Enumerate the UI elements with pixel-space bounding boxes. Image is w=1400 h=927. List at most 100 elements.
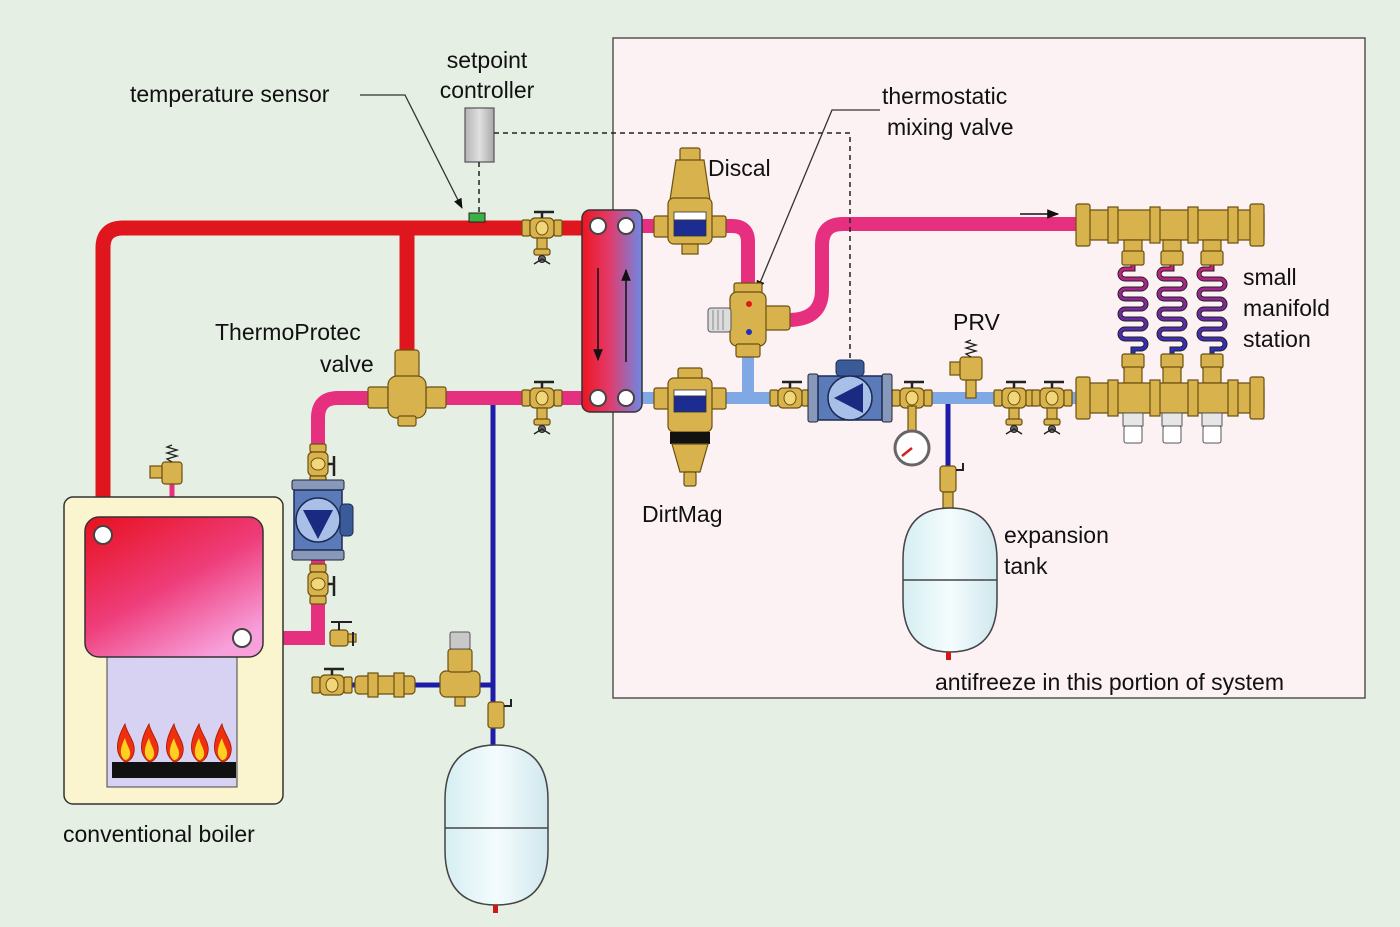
backflow-preventer: [354, 672, 416, 698]
backflow-preventer-body: [354, 675, 416, 695]
mixing-valve-bottom-port: [735, 343, 761, 358]
backflow-preventer-nut: [393, 672, 405, 698]
primary-return-purge-valve: [522, 382, 562, 434]
discal-window: [673, 219, 707, 237]
pump-flange-top: [291, 479, 345, 491]
temperature-sensor-leader: [360, 94, 463, 209]
pump-isolation-valve-top: [306, 442, 336, 486]
secondary-circulator-pump: [807, 359, 893, 423]
return-inlet: [1162, 366, 1182, 384]
floor-heating-loops: [1120, 265, 1225, 355]
secondary-supply-to-manifold: [787, 217, 1082, 327]
return-manifold-header: [1075, 353, 1265, 444]
secondary-expansion-tank: [902, 463, 998, 660]
mixing-valve-leader: [756, 109, 880, 291]
dirtmag-separator: [653, 367, 727, 487]
secondary-relief-valve: [949, 339, 983, 399]
supply-outlet-nut: [1160, 250, 1184, 266]
prv-fill-drain: [454, 696, 466, 707]
tank-air-valve: [946, 652, 951, 660]
header-hex: [1187, 206, 1199, 244]
pump-motor: [339, 503, 354, 537]
mixing-valve-hot-indicator: [746, 301, 752, 307]
secondary-supply-pipe: [640, 217, 1082, 327]
header-hex: [1227, 206, 1239, 244]
drain-valve-body: [329, 629, 349, 647]
temperature-sensor-label: temperature sensor: [130, 81, 330, 107]
boiler-relief-valve: [149, 444, 183, 485]
setpoint-controller-label-line1: setpoint: [447, 47, 528, 73]
boiler-supply-port: [93, 525, 113, 545]
prv-fill-body: [439, 670, 481, 698]
setpoint-controller-label-line2: controller: [440, 77, 535, 103]
relief-valve-body: [959, 356, 983, 381]
return-inlet: [1123, 366, 1143, 384]
primary-circulator-pump: [291, 442, 354, 606]
mixing-valve-knob: [707, 307, 732, 333]
setpoint-controller-box: [464, 107, 495, 163]
boiler-return-port: [232, 628, 252, 648]
thermoprotec-left-port: [367, 386, 389, 409]
thermoprotec-valve: [367, 349, 447, 427]
thermoprotec-right-port: [425, 386, 447, 409]
heat-exchanger-body: [581, 209, 643, 413]
discal-vent-cap: [679, 147, 701, 162]
return-inlet-nut: [1121, 353, 1145, 369]
supply-outlet-nut: [1121, 250, 1145, 266]
temperature-sensor: [468, 212, 486, 223]
relief-valve-body: [161, 461, 183, 485]
header-end-nut: [1075, 203, 1091, 247]
discal-air-separator: [653, 147, 727, 255]
dirtmag-lower-body: [671, 443, 709, 473]
gauge-stem: [907, 405, 917, 434]
relief-valve-outlet: [949, 361, 962, 376]
thermoprotec-body: [387, 375, 427, 419]
fill-shutoff-valve: [310, 667, 354, 697]
balancing-valve-cap: [1123, 425, 1143, 444]
hot-supply-main-pipe: [95, 220, 585, 537]
supply-outlet: [1123, 239, 1143, 253]
supply-outlet: [1162, 239, 1182, 253]
dirtmag-top-cap: [677, 367, 703, 380]
mixing-valve-right-port: [763, 305, 791, 331]
discal-upper-body: [669, 159, 711, 201]
balancing-valve-cap: [1202, 425, 1222, 444]
mixing-valve-knob-ridges: [712, 310, 724, 330]
pump-motor: [835, 359, 865, 377]
supply-outlet-nut: [1200, 250, 1224, 266]
tank-connection: [942, 491, 954, 509]
dirtmag-window: [673, 395, 707, 413]
boiler-return-pipe: [242, 391, 585, 645]
expansion-tank-label-line1: expansion: [1004, 522, 1109, 548]
secondary-supply-to-mixing-valve: [640, 219, 755, 292]
thermostatic-mixing-valve: [707, 282, 791, 358]
header-end-nut: [1249, 376, 1265, 420]
return-inlet-nut: [1200, 353, 1224, 369]
dirtmag-window-band: [673, 389, 707, 397]
boiler-drain-valve: [329, 621, 357, 647]
pump-flow-direction-icon: [303, 510, 333, 539]
controller-to-pump-wire: [494, 132, 851, 360]
hx-port-secondary-in: [617, 389, 635, 407]
manifold-label-line1: small: [1243, 264, 1297, 290]
gauge-needle: [901, 447, 913, 457]
header-hex: [1187, 379, 1199, 417]
discal-window-band: [673, 211, 707, 221]
relief-valve-stub: [965, 377, 977, 399]
return-inlet: [1202, 366, 1222, 384]
boiler-label: conventional boiler: [63, 821, 255, 847]
header-hex: [1149, 206, 1161, 244]
antifreeze-note: antifreeze in this portion of system: [935, 669, 1284, 695]
relief-valve-spring: [164, 444, 180, 463]
discal-bottom-stub: [681, 243, 699, 255]
dirtmag-magnet-band: [670, 432, 710, 444]
balancing-valve-collar: [1201, 412, 1223, 427]
burner-bar: [112, 762, 236, 778]
mixing-valve-cold-indicator: [746, 329, 752, 335]
tank-valve-handle: [504, 699, 512, 707]
dirtmag-label: DirtMag: [642, 501, 723, 527]
thermoprotec-label-line1: ThermoProtec: [215, 319, 361, 345]
manifold-label-line3: station: [1243, 326, 1311, 352]
pump-flow-direction-icon: [834, 383, 863, 413]
pressure-reducing-valve: [439, 631, 481, 707]
